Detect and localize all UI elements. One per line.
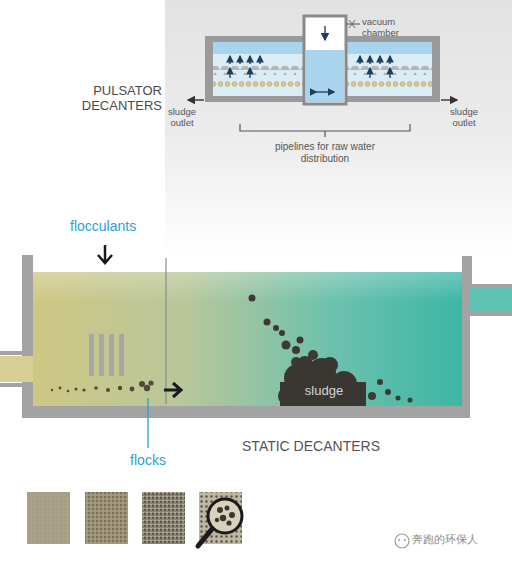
watermark: 奔跑的环保人 — [412, 533, 504, 546]
part-name: sludge outlet — [160, 107, 204, 129]
part-name: sludge — [296, 384, 352, 399]
section-title: STATIC DECANTERS — [226, 438, 396, 454]
part-name: vacuum chamber — [362, 17, 418, 39]
part-name: sludge outlet — [442, 107, 486, 129]
part-name: pipelines for raw water distribution — [256, 141, 394, 164]
part-name: flocks — [118, 452, 178, 468]
section-title: PULSATOR DECANTERS — [80, 84, 162, 114]
part-name: flocculants — [70, 218, 160, 234]
